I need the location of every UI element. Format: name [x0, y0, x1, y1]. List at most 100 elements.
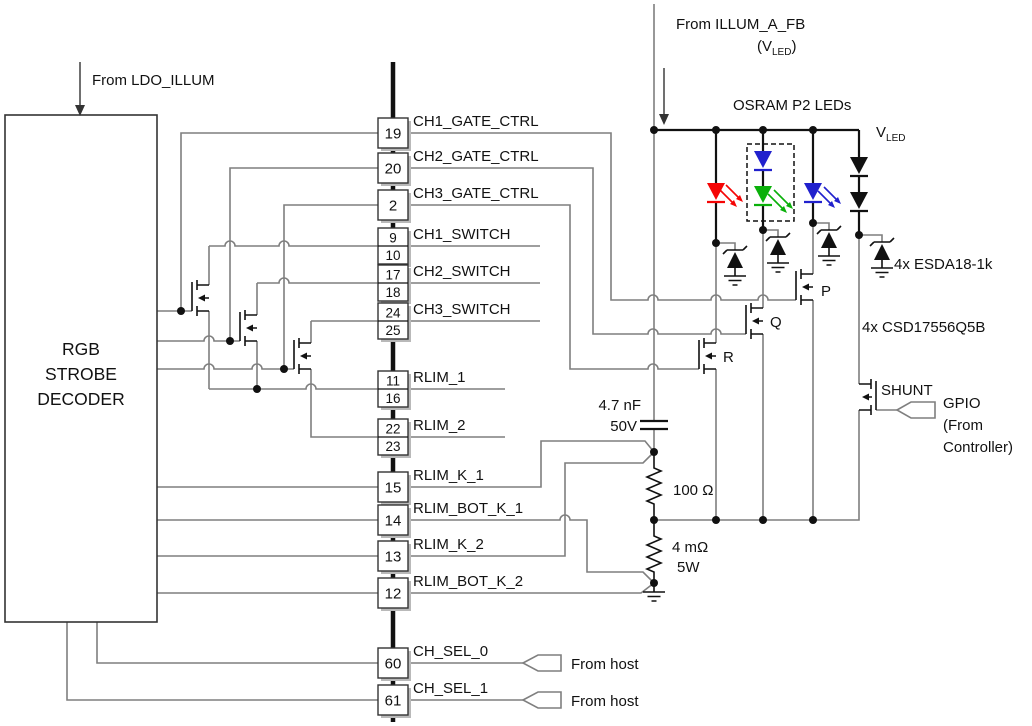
pin-60: 60 CH_SEL_0: [377, 643, 488, 681]
pin-number: 23: [385, 439, 400, 454]
zener4-cathode-bar: [869, 237, 895, 247]
ground-icon: [767, 262, 789, 273]
pin-17-18: 17 18 CH2_SWITCH: [377, 263, 511, 304]
ground-icon: [643, 591, 665, 602]
cap-voltage-label: 50V: [610, 418, 637, 435]
wire-rlim-bot-k2: [408, 582, 655, 594]
resistor-100ohm-label: 100 Ω: [673, 482, 713, 499]
pin-label: CH2_GATE_CTRL: [413, 148, 539, 165]
free-labels: From LDO_ILLUM From ILLUM_A_FB (VLED) OS…: [92, 16, 993, 576]
pin-15: 15 RLIM_K_1: [377, 467, 484, 505]
pin-number: 13: [385, 549, 402, 566]
wire-ch1-switch-left: [209, 240, 378, 247]
signal-wires: [66, 4, 897, 701]
connectors: From host From host GPIO (From Controlle…: [521, 395, 1013, 710]
red-led-arrowhead: [730, 200, 737, 207]
blue-led-arrowhead: [834, 197, 841, 204]
resistor-100ohm-icon: [644, 452, 664, 520]
gpio-label-line2: (From: [943, 417, 983, 434]
dashed-led-module-box: [746, 143, 795, 222]
junction-dots: [177, 126, 863, 587]
pin-number: 10: [385, 248, 400, 263]
pin-number: 18: [385, 285, 400, 300]
mosfet-m1: [191, 280, 209, 316]
decoder-title-line1: RGB: [62, 339, 100, 359]
ldo-arrowhead-icon: [75, 105, 85, 116]
from-host-label-1: From host: [571, 693, 639, 710]
pin-number: 19: [385, 126, 402, 143]
pin-number: 25: [385, 323, 400, 338]
wire-source-rail: [654, 410, 860, 521]
pin-label: RLIM_BOT_K_2: [413, 573, 523, 590]
diode1-triangle: [850, 157, 868, 174]
transistor-p-label: P: [821, 283, 831, 300]
green-led-triangle: [754, 186, 772, 203]
wire-ch2-gate-route: [408, 167, 746, 335]
decoder-title-line2: STROBE: [45, 364, 117, 384]
gpio-connector: [895, 401, 936, 419]
led-rail: [654, 128, 861, 243]
fet-part-label: 4x CSD17556Q5B: [862, 319, 985, 336]
pin-22-23: 22 23 RLIM_2: [377, 417, 466, 458]
pin-label: CH1_SWITCH: [413, 226, 511, 243]
zener2-cathode-bar: [765, 232, 791, 242]
pin-2: 2 CH3_GATE_CTRL: [377, 185, 539, 223]
from-illum-label: From ILLUM_A_FB: [676, 16, 805, 33]
series-diodes: [850, 157, 868, 213]
pin-number: 17: [385, 268, 400, 283]
red-led-emission-arrows: [719, 184, 740, 204]
boxed-blue-led: [754, 151, 772, 172]
pin-number: 14: [385, 513, 402, 530]
mosfet-shunt: [859, 379, 877, 415]
pin-number: 16: [385, 391, 400, 406]
zener3-triangle: [821, 232, 837, 248]
wire-fet-columns: [715, 223, 860, 520]
illum-vled-label: (VLED): [757, 38, 796, 58]
zener3-cathode-bar: [816, 225, 842, 235]
pin-number: 60: [385, 656, 402, 673]
red-led-arrowhead: [736, 195, 743, 202]
capacitor-icon: [640, 419, 668, 431]
wire-decoder-kelvin: [157, 486, 378, 594]
red-led-triangle: [707, 183, 725, 200]
pin-61: 61 CH_SEL_1: [377, 680, 488, 718]
annotation-arrows: [75, 62, 669, 125]
from-host-label-0: From host: [571, 656, 639, 673]
blue-led-arrowhead: [828, 201, 835, 208]
pin-label: CH2_SWITCH: [413, 263, 511, 280]
pin-number: 22: [385, 422, 400, 437]
transistor-r-label: R: [723, 349, 734, 366]
mosfet-m3: [293, 338, 311, 374]
transistor-q-label: Q: [770, 314, 782, 331]
illum-arrowhead-icon: [659, 114, 669, 125]
red-led: [707, 183, 743, 207]
sense-chain: [640, 419, 668, 602]
pin-24-25: 24 25 CH3_SWITCH: [377, 301, 511, 342]
pin-number: 20: [385, 161, 402, 178]
wire-ch-sel: [408, 662, 523, 701]
resistor-4mohm-label: 4 mΩ: [672, 539, 708, 556]
resistor-4mohm-icon: [644, 520, 664, 583]
from-ldo-label: From LDO_ILLUM: [92, 72, 215, 89]
decoder-title-line3: DECODER: [37, 389, 125, 409]
osram-label: OSRAM P2 LEDs: [733, 97, 851, 114]
wire-m3-source-rlim2: [310, 369, 378, 438]
pin-14: 14 RLIM_BOT_K_1: [377, 500, 523, 538]
mosfets: [191, 269, 877, 415]
diode2-triangle: [850, 192, 868, 209]
resistor-4mohm-power-label: 5W: [677, 559, 700, 576]
esd-part-label: 4x ESDA18-1k: [894, 256, 993, 273]
pin-label: RLIM_K_1: [413, 467, 484, 484]
pin-19: 19 CH1_GATE_CTRL: [377, 113, 539, 151]
pin-column: 19 CH1_GATE_CTRL 20 CH2_GATE_CTRL 2 CH3_…: [377, 113, 539, 718]
wire-decoder-gates: [157, 310, 294, 370]
vled-label: VLED: [876, 124, 905, 144]
zener4-triangle: [874, 244, 890, 260]
shunt-label: SHUNT: [881, 382, 933, 399]
pin-number: 24: [385, 306, 401, 321]
wire-rlim-k1: [408, 440, 655, 488]
pin-number: 2: [389, 198, 397, 215]
cap-value-label: 4.7 nF: [598, 397, 641, 414]
pin-number: 15: [385, 480, 402, 497]
